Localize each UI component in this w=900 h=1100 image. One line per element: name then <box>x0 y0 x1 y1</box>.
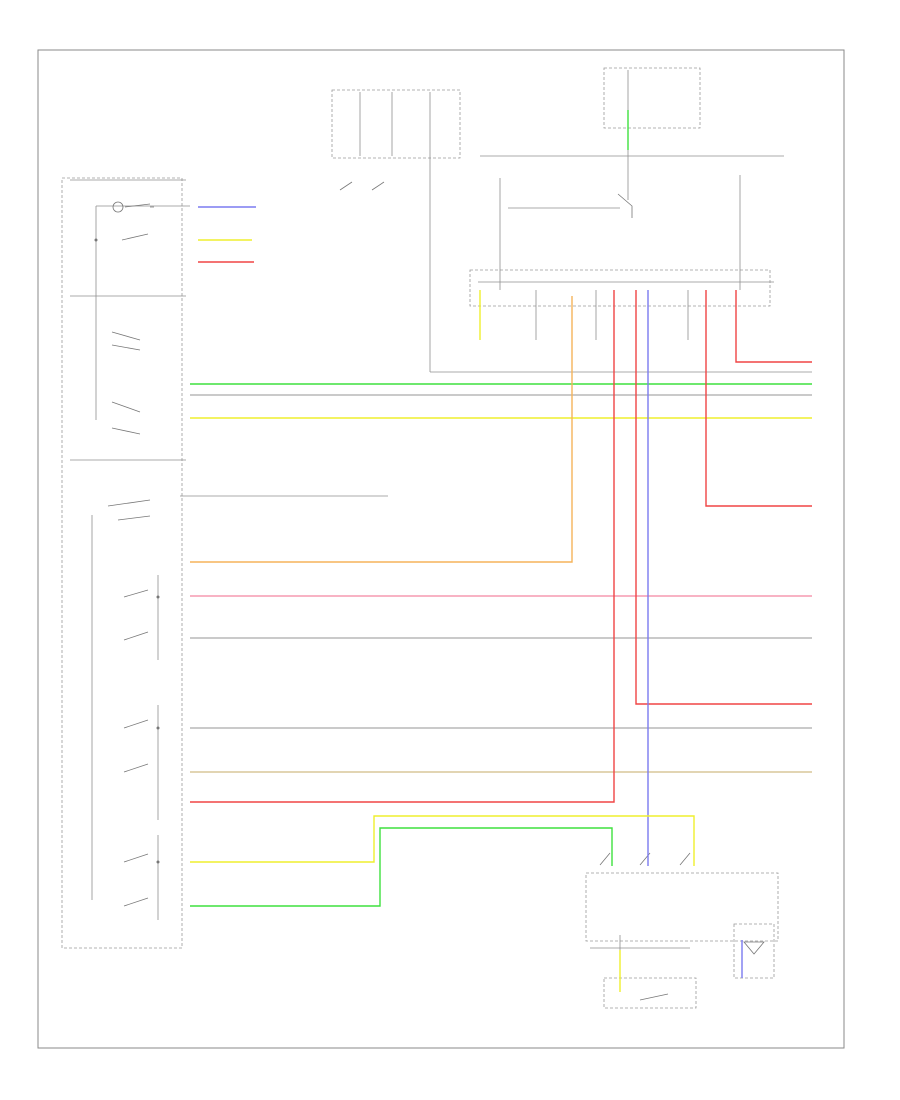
component-outlines <box>61 67 779 1009</box>
bottom-right-module-box <box>585 872 779 942</box>
top-center-module-box <box>331 89 461 159</box>
wire-orange <box>190 296 573 563</box>
wire-red-right <box>735 290 812 363</box>
right-top-relay-box <box>603 67 701 129</box>
left-switch-column-box <box>61 177 183 949</box>
bottom-right-sensor-box <box>733 923 775 979</box>
wire-red-long <box>635 290 812 705</box>
wire-green-bottom <box>190 827 613 907</box>
wire-yellow-bottom <box>190 815 695 866</box>
center-connector-box <box>469 269 771 307</box>
switch-symbols <box>94 181 765 1001</box>
wire-red-mid-right <box>705 290 812 507</box>
wire-red-bottom <box>190 290 615 803</box>
colored-wires <box>190 110 812 992</box>
diagram-border <box>37 49 845 1049</box>
bottom-center-switch-box <box>603 977 697 1009</box>
lead-lines <box>70 70 812 990</box>
